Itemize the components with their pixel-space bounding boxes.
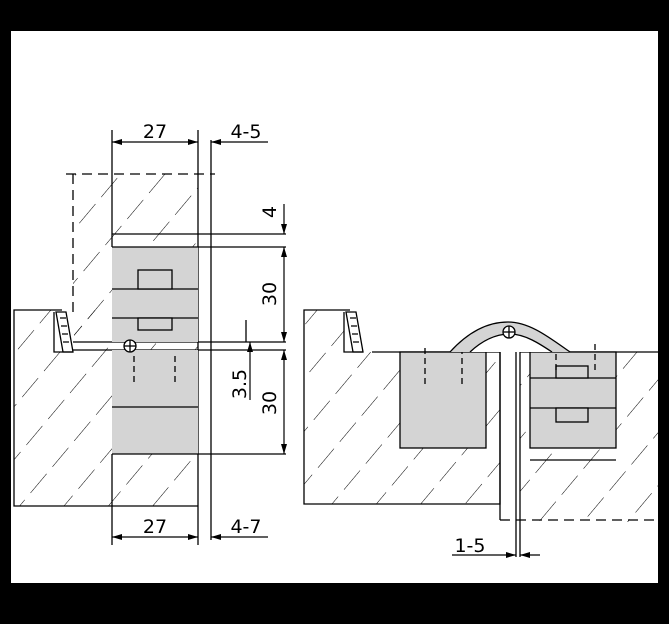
right-hinge-body-left [399, 348, 487, 449]
dim-open-gap: 1-5 [454, 535, 485, 557]
dim-lower-body: 30 [259, 391, 281, 415]
hinge-upper-body [112, 247, 198, 342]
dim-bottom-gap: 4-7 [230, 516, 261, 538]
left-view [13, 130, 286, 545]
hinge-lower-body [112, 350, 198, 455]
dim-top-gap: 4-5 [230, 121, 261, 143]
seal-gasket [53, 311, 74, 353]
left-dimension-lines [112, 139, 287, 540]
dim-upper-body: 30 [259, 282, 281, 306]
dim-offset: 3.5 [229, 369, 251, 399]
dim-bottom-width: 27 [143, 516, 167, 538]
right-seal-gasket [343, 311, 364, 353]
right-view [303, 309, 658, 557]
dim-top-clearance: 4 [259, 206, 281, 218]
right-hinge-body-right [529, 344, 617, 461]
dim-top-width: 27 [143, 121, 167, 143]
